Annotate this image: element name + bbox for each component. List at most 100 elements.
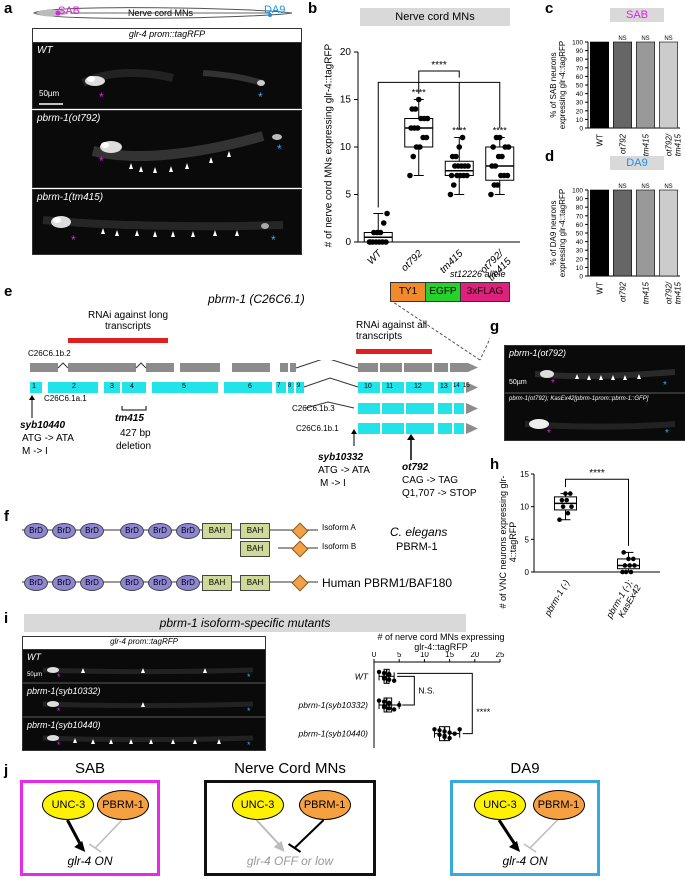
h-point	[569, 504, 574, 509]
b-box	[404, 118, 434, 148]
b-sig-top: ****	[431, 60, 447, 71]
brd-domain-a: BrD	[80, 523, 104, 539]
svg-text:*: *	[547, 428, 551, 439]
d-ytick-label: 60	[576, 222, 584, 229]
svg-text:*: *	[247, 740, 251, 750]
brd-domain-human: BrD	[52, 575, 76, 591]
mut-syb10440-codon: ATG -> ATA	[22, 433, 74, 444]
i-ytick-label: pbrm-1(syb10332)	[298, 700, 369, 710]
b-point	[383, 239, 389, 245]
b-point	[450, 182, 457, 188]
micro-i-wt: WT ** 50µm	[22, 649, 266, 683]
micro-i-scale: 50µm	[27, 672, 43, 678]
bah-domain-a: BAH	[202, 523, 232, 539]
b-point	[380, 220, 387, 226]
exon-11: 11	[386, 383, 394, 390]
mut-syb10332: syb10332	[318, 452, 364, 463]
exon-13: 13	[440, 383, 448, 390]
micro-i-syb10332-image: **	[42, 701, 254, 716]
i-point	[442, 729, 447, 734]
i-point	[442, 734, 447, 740]
i-point	[386, 701, 392, 707]
panel-b-title: Nerve cord MNs	[360, 8, 510, 26]
h-point	[628, 569, 634, 575]
j-arrowhead	[273, 841, 285, 852]
d-ytick-label: 30	[576, 248, 584, 255]
svg-text:*: *	[663, 380, 667, 391]
i-point	[381, 670, 387, 676]
h-point	[623, 569, 629, 575]
b-point	[465, 163, 471, 169]
micro-i-syb10332: pbrm-1(syb10332) **	[22, 683, 266, 717]
isoform-b2-label: C26C6.1b.2	[28, 349, 71, 358]
micro-i-wt-label: WT	[27, 652, 41, 662]
c-xtick-label: tm415	[642, 133, 651, 156]
exon-10: 10	[364, 383, 372, 390]
i-ns: N.S.	[418, 686, 435, 696]
b-ytick-label: 15	[340, 95, 352, 106]
i-point	[376, 669, 382, 675]
micro-g-rescue-label: pbrm-1(ot792); KasEx42[pbrm-1prom::pbrm-…	[509, 396, 649, 402]
i-bracket-sig	[397, 672, 473, 735]
svg-text:*: *	[551, 378, 555, 389]
micro-a-tm415-image: * *	[42, 216, 284, 247]
j-title-mns: Nerve Cord MNs	[234, 760, 346, 777]
d-ytick-label: 40	[576, 239, 584, 246]
d-ytick-label: 10	[576, 265, 584, 272]
chart-d: % of DA9 neuronsexpressing glr-4::tagRFP…	[549, 184, 683, 304]
exon-3: 3	[110, 383, 114, 390]
panel-h-letter: h	[490, 456, 500, 473]
i-point	[457, 727, 462, 732]
micro-a-scale: 50µm	[39, 89, 60, 98]
svg-text:*: *	[99, 154, 104, 168]
worm-schematic	[32, 7, 293, 19]
panel-d-title: DA9	[610, 156, 664, 170]
b-point	[384, 210, 390, 217]
micro-i-syb10440-image: **	[42, 735, 254, 750]
h-point	[564, 497, 569, 503]
h-point	[620, 569, 625, 575]
panel-b-letter: b	[308, 0, 318, 17]
h-bracket	[565, 478, 629, 546]
j-activate-arrow	[66, 819, 83, 847]
d-ytick-label: 90	[576, 196, 584, 203]
mut-ot792: ot792	[402, 462, 429, 473]
panel-i-header: glr-4 prom::tagRFP	[22, 636, 266, 650]
b-point	[367, 239, 374, 245]
d-bar	[659, 189, 679, 277]
h-point	[559, 497, 565, 503]
i-point	[386, 677, 392, 682]
i-xtick-label: 5	[397, 652, 402, 659]
h-point	[565, 510, 571, 516]
tag-ty1: TY1	[390, 282, 426, 302]
protein-human: Human PBRM1/BAF180	[322, 576, 453, 590]
i-point	[437, 732, 442, 737]
svg-text:*: *	[57, 740, 61, 750]
gene-name: pbrm-1 (C26C6.1)	[208, 292, 305, 306]
c-ns: NS	[641, 36, 649, 42]
b-point	[499, 153, 505, 160]
h-ytick-label: 0	[525, 568, 530, 577]
h-point	[563, 491, 568, 496]
bah-domain-human: BAH	[202, 575, 232, 591]
rnai-long-label: RNAi against long transcripts	[87, 310, 169, 332]
svg-text:*: *	[71, 233, 76, 247]
c-bar	[659, 41, 679, 129]
d-ytick-label: 80	[576, 205, 584, 212]
h-point	[631, 556, 636, 562]
c-ytick-label: 40	[576, 91, 584, 98]
j-box-mns	[204, 780, 376, 876]
svg-text:*: *	[277, 142, 282, 156]
j-inhibit-line	[529, 819, 559, 849]
isoform-b-label: Isoform B	[322, 542, 357, 551]
b-point	[456, 144, 463, 150]
i-point	[447, 730, 452, 735]
j-title-sab: SAB	[74, 760, 105, 777]
exon-15: 15	[463, 383, 470, 389]
d-bar	[613, 189, 633, 277]
b-sig-label: ****	[493, 126, 508, 136]
micro-a-ot792-label: pbrm-1(ot792)	[37, 113, 101, 124]
svg-text:*: *	[57, 672, 61, 682]
micro-g-ot792-label: pbrm-1(ot792)	[509, 348, 567, 358]
